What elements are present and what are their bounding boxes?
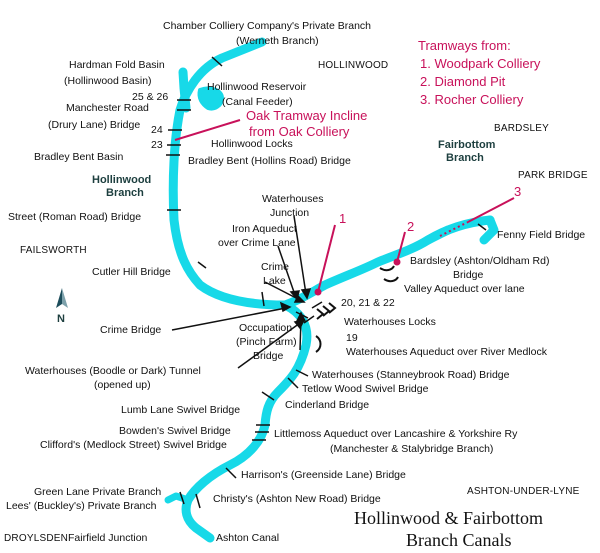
label-lock-19: 19 xyxy=(346,332,358,344)
hollinwood-reservoir xyxy=(197,86,224,111)
tramway-3-dotted xyxy=(439,221,469,237)
feature-labels: Chamber Colliery Company's Private Branc… xyxy=(6,20,585,544)
oak-tramway-label-1: Oak Tramway Incline xyxy=(246,108,367,123)
label-green-lane: Green Lane Private Branch xyxy=(34,486,161,498)
label-littlemoss-2: (Manchester & Stalybridge Branch) xyxy=(330,443,493,455)
label-ashton-canal: Ashton Canal xyxy=(216,532,279,544)
label-lock-24: 24 xyxy=(151,124,163,136)
label-tunnel-1: Waterhouses (Boodle or Dark) Tunnel xyxy=(25,365,201,377)
label-bradley-basin: Bradley Bent Basin xyxy=(34,151,123,163)
fairbottom-branch-label-1: Fairbottom xyxy=(438,139,496,151)
label-fairfield: Fairfield Junction xyxy=(68,532,148,544)
label-iron-aqueduct-2: over Crime Lane xyxy=(218,237,296,249)
label-tunnel-2: (opened up) xyxy=(94,379,151,391)
label-lumb-lane: Lumb Lane Swivel Bridge xyxy=(121,404,240,416)
fairbottom-branch-upper xyxy=(423,225,453,245)
label-street-bridge: Street (Roman Road) Bridge xyxy=(8,211,141,223)
label-chamber-1: Chamber Colliery Company's Private Branc… xyxy=(163,20,371,32)
label-hardman-2: (Hollinwood Basin) xyxy=(64,75,152,87)
label-bardsley-bridge-2: Bridge xyxy=(453,269,484,281)
hollinwood-branch-label-2: Branch xyxy=(106,187,144,199)
hollinwood-branch-label-1: Hollinwood xyxy=(92,174,151,186)
label-reservoir-2: (Canal Feeder) xyxy=(222,96,293,108)
tramway-2-number: 2 xyxy=(407,219,414,234)
label-littlemoss-1: Littlemoss Aqueduct over Lancashire & Yo… xyxy=(274,428,518,440)
label-manchester-rd-1: Manchester Road xyxy=(66,102,149,114)
label-bardsley-bridge-1: Bardsley (Ashton/Oldham Rd) xyxy=(410,255,549,267)
tramway-1-end xyxy=(314,288,322,296)
lock-chevrons xyxy=(315,265,399,353)
label-cutler-hill: Cutler Hill Bridge xyxy=(92,266,171,278)
label-waterhouses-locks: Waterhouses Locks xyxy=(344,316,436,328)
tramway-2-end xyxy=(393,258,401,266)
label-bowden: Bowden's Swivel Bridge xyxy=(119,425,231,437)
label-occupation-3: Bridge xyxy=(253,350,284,362)
map-title-line-2: Branch Canals xyxy=(406,530,511,550)
legend-heading: Tramways from: xyxy=(418,38,511,53)
oak-tramway-label-2: from Oak Colliery xyxy=(249,124,350,139)
label-christy: Christy's (Ashton New Road) Bridge xyxy=(213,493,381,505)
place-hollinwood: HOLLINWOOD xyxy=(318,60,388,71)
label-lees: Lees' (Buckley's) Private Branch xyxy=(6,500,157,512)
place-droylsden: DROYLSDEN xyxy=(4,533,68,544)
map-title-line-1: Hollinwood & Fairbottom xyxy=(354,508,543,528)
legend: Tramways from: 1. Woodpark Colliery 2. D… xyxy=(418,38,541,107)
place-bardsley: BARDSLEY xyxy=(494,123,549,134)
label-waterhouses-jn-1: Waterhouses xyxy=(262,193,323,205)
legend-item-1: 1. Woodpark Colliery xyxy=(420,56,541,71)
label-reservoir-1: Hollinwood Reservoir xyxy=(207,81,307,93)
fairbottom-branch-label-2: Branch xyxy=(446,152,484,164)
label-occupation-2: (Pinch Farm) xyxy=(236,336,297,348)
legend-item-3: 3. Rocher Colliery xyxy=(420,92,524,107)
fairbottom-branch-end xyxy=(479,215,499,245)
label-locks-20-22: 20, 21 & 22 xyxy=(341,297,395,309)
label-waterhouses-jn-2: Junction xyxy=(270,207,309,219)
label-stanneybrook: Waterhouses (Stanneybrook Road) Bridge xyxy=(312,369,510,381)
label-lock-23: 23 xyxy=(151,139,163,151)
label-crime-bridge: Crime Bridge xyxy=(100,324,161,336)
place-failsworth: FAILSWORTH xyxy=(20,245,87,256)
tramway-2-line xyxy=(396,231,406,263)
oak-tramway-line xyxy=(174,119,241,141)
legend-item-2: 2. Diamond Pit xyxy=(420,74,506,89)
label-bradley-bridge: Bradley Bent (Hollins Road) Bridge xyxy=(188,155,351,167)
label-locks-25-26: 25 & 26 xyxy=(132,91,168,103)
label-fenny-field: Fenny Field Bridge xyxy=(497,229,585,241)
label-crime-lake-2: Lake xyxy=(263,275,286,287)
label-hollinwood-locks: Hollinwood Locks xyxy=(211,138,293,150)
label-iron-aqueduct-1: Iron Aqueduct xyxy=(232,223,297,235)
label-harrison: Harrison's (Greenside Lane) Bridge xyxy=(241,469,406,481)
tramway-1-line xyxy=(317,224,336,293)
pointer-arrows xyxy=(171,215,312,369)
hardman-fold-basin-canal xyxy=(178,67,191,113)
place-park-bridge: PARK BRIDGE xyxy=(518,170,588,181)
tramway-1-number: 1 xyxy=(339,211,346,226)
private-branch-canal xyxy=(164,492,192,504)
north-letter: N xyxy=(57,313,65,325)
label-medlock-aqueduct: Waterhouses Aqueduct over River Medlock xyxy=(346,346,548,358)
label-hardman-1: Hardman Fold Basin xyxy=(69,59,165,71)
north-arrow: N xyxy=(56,288,68,325)
label-chamber-2: (Werneth Branch) xyxy=(236,35,319,47)
tramways xyxy=(174,119,515,296)
label-clifford: Clifford's (Medlock Street) Swivel Bridg… xyxy=(40,439,227,451)
label-manchester-rd-2: (Drury Lane) Bridge xyxy=(48,119,140,131)
label-valley-aqueduct: Valley Aqueduct over lane xyxy=(404,283,525,295)
tramway-3-number: 3 xyxy=(514,184,521,199)
label-crime-lake-1: Crime xyxy=(261,261,289,273)
label-occupation-1: Occupation xyxy=(239,322,292,334)
label-cinderland: Cinderland Bridge xyxy=(285,399,369,411)
label-tetlow: Tetlow Wood Swivel Bridge xyxy=(302,383,429,395)
tramway-3-line xyxy=(467,197,515,223)
place-ashton: ASHTON-UNDER-LYNE xyxy=(467,486,580,497)
